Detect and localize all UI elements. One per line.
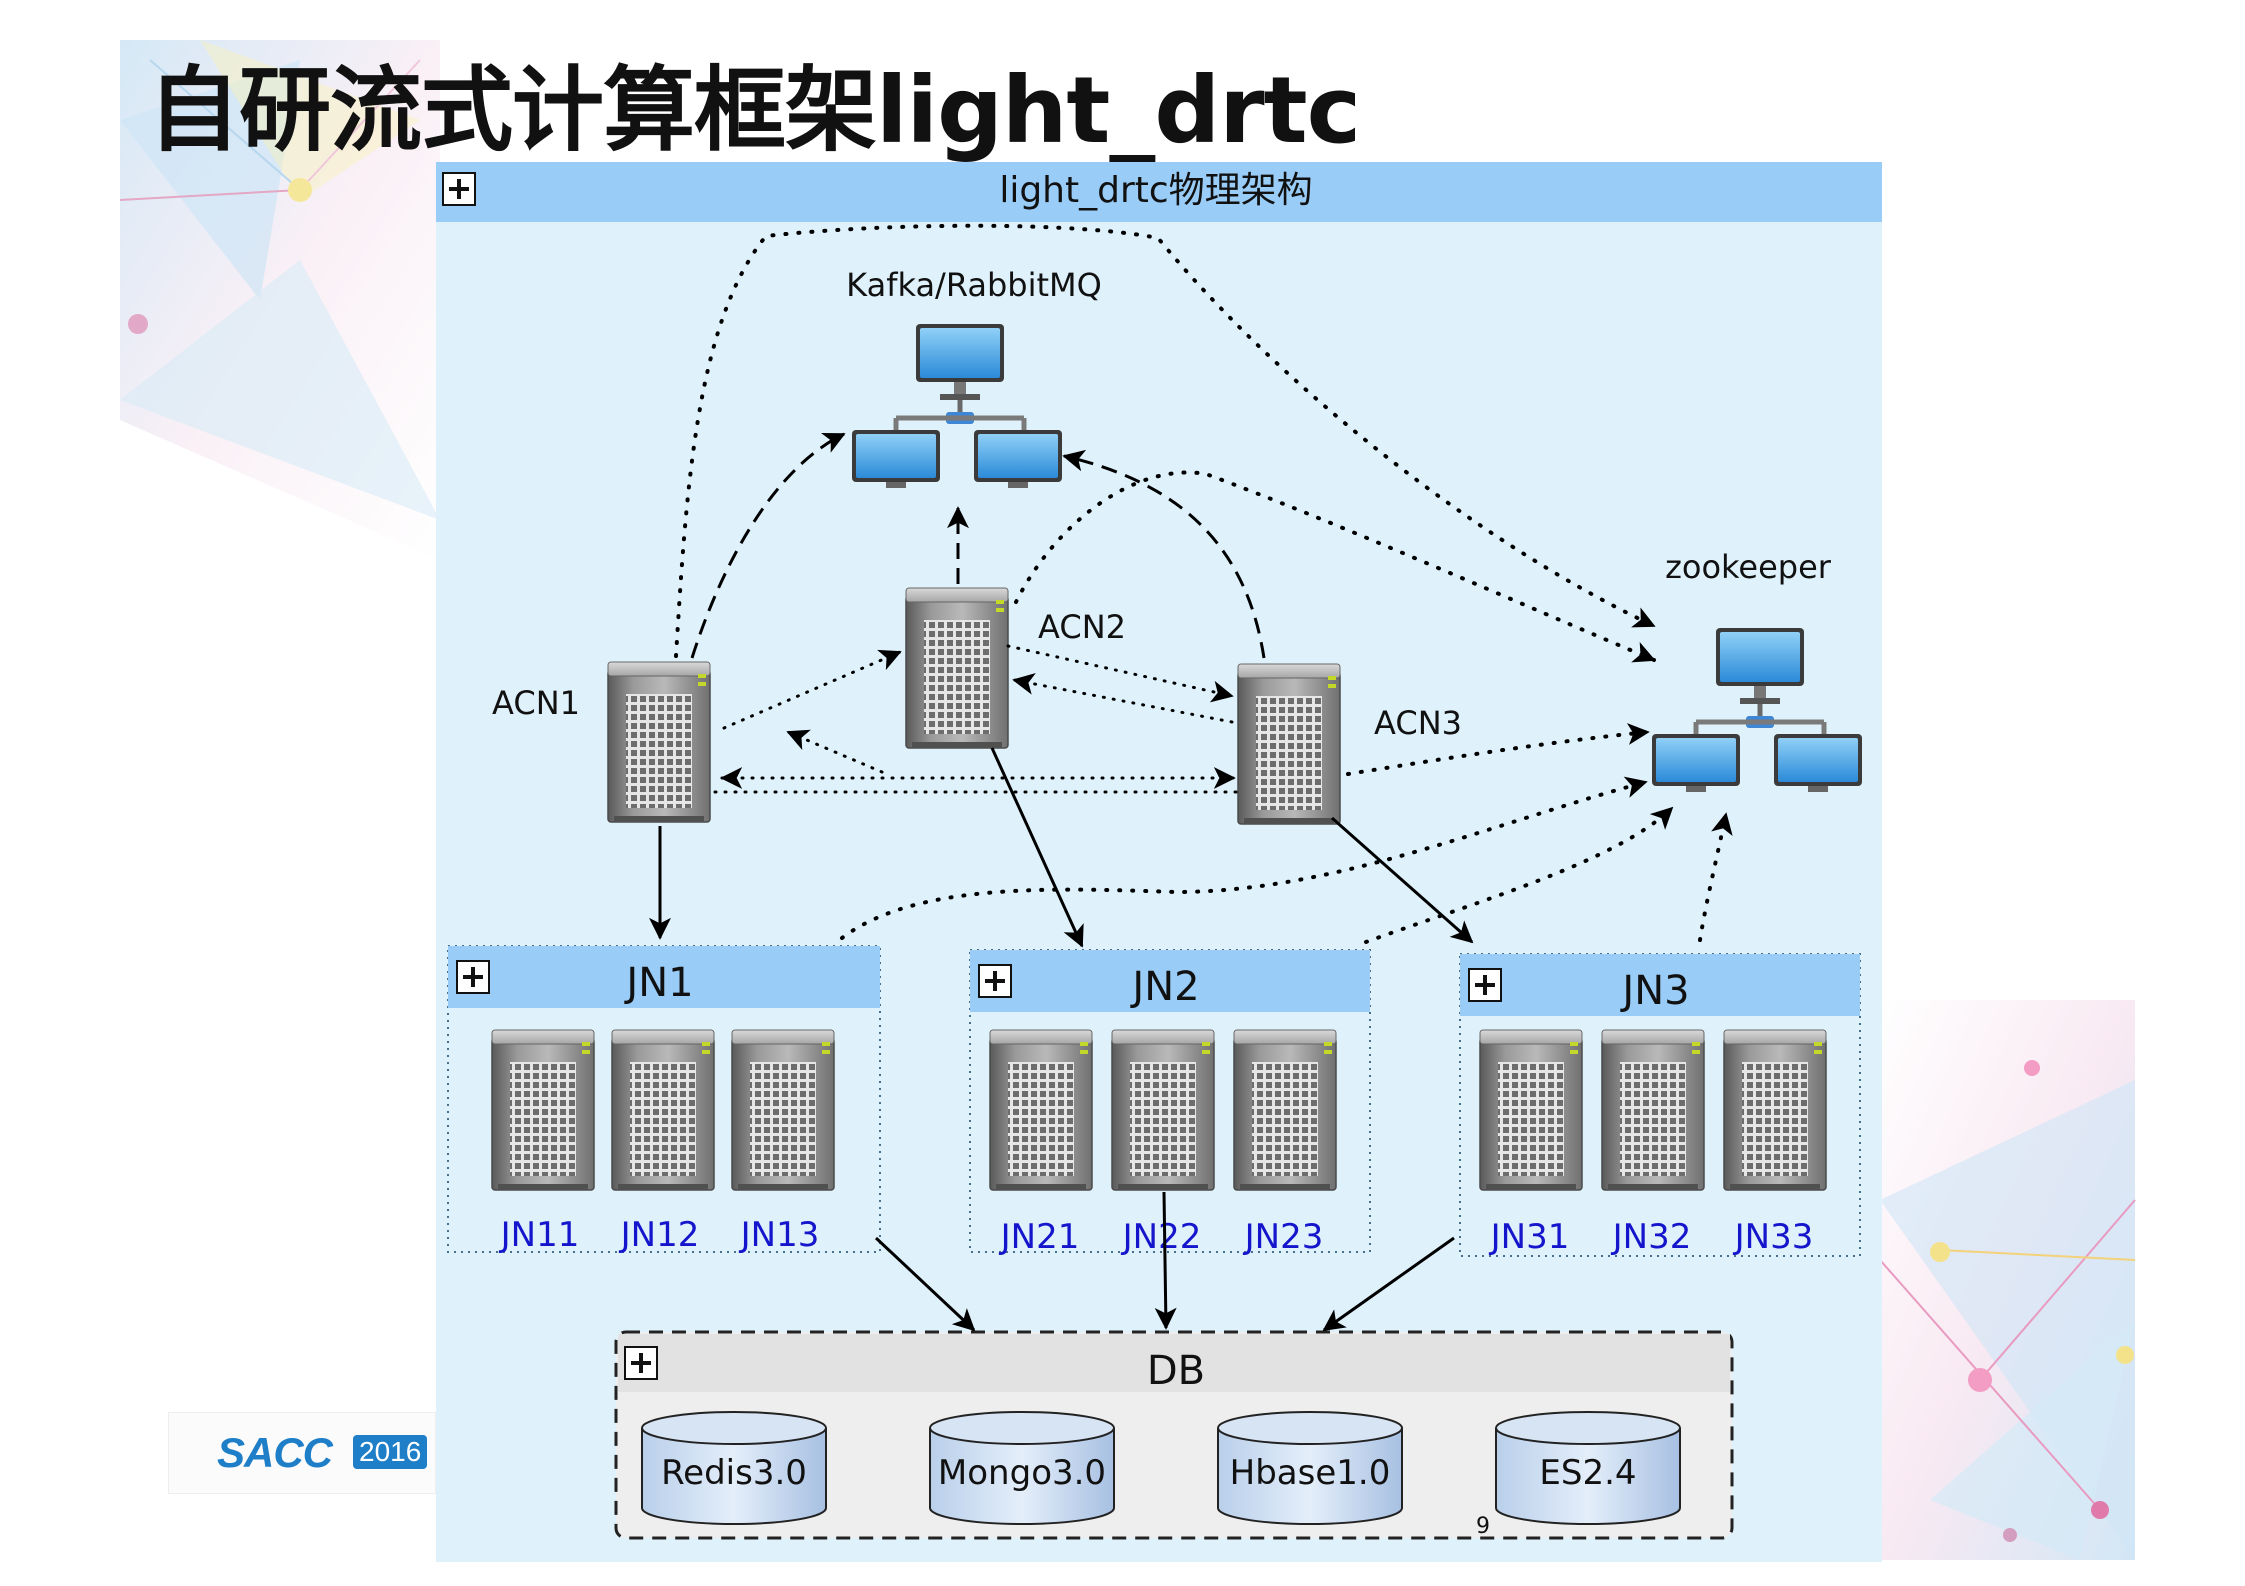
edge-jn2-zookeeper [1364, 806, 1674, 944]
jn-node-label: JN11 [499, 1215, 580, 1255]
expand-icon[interactable] [979, 965, 1011, 997]
jn11-server-icon [492, 1030, 594, 1190]
db-store-redis: Redis3.0 [641, 1411, 827, 1525]
edge-acn3-mq [1062, 449, 1266, 659]
group-jn2: JN2 [969, 949, 1371, 1253]
jn12-server-icon [612, 1030, 714, 1190]
edge-acn3-jn3 [1331, 816, 1474, 944]
expand-icon[interactable] [443, 173, 475, 205]
group-label-jn3: JN3 [1619, 968, 1689, 1014]
edge-jn1-db [874, 1236, 976, 1332]
acn1-label: ACN1 [492, 684, 580, 722]
edge-acn1-acn2 [722, 649, 902, 730]
jn-node-label: JN23 [1243, 1217, 1324, 1257]
db-store-label: Redis3.0 [661, 1453, 807, 1493]
edge-acn2-zookeeper [1014, 470, 1656, 663]
zookeeper-cluster-icon [1652, 628, 1862, 792]
db-store-hbase: Hbase1.0 [1217, 1411, 1403, 1525]
edge-acn2-jn2 [990, 747, 1084, 948]
db-store-label: Hbase1.0 [1230, 1453, 1391, 1493]
jn-node-label: JN32 [1611, 1217, 1692, 1257]
jn23-server-icon [1234, 1030, 1336, 1190]
acn1-server-icon [608, 662, 710, 822]
db-store-mongo: Mongo3.0 [929, 1411, 1115, 1525]
edge-acn3-zookeeper [1346, 723, 1650, 776]
acn3-server-icon [1238, 664, 1340, 824]
edge-acn3-acn2 [1012, 673, 1234, 724]
edge-jn2-db [1154, 1191, 1177, 1330]
acn2-label: ACN2 [1038, 608, 1126, 646]
jn33-server-icon [1724, 1030, 1826, 1190]
group-db: DB [614, 1330, 1734, 1540]
acn3-label: ACN3 [1374, 704, 1462, 742]
edge-jn3-db [1322, 1236, 1455, 1332]
edge-acn2-acn3 [1006, 644, 1234, 703]
db-label: DB [1147, 1348, 1205, 1394]
jn-node-label: JN22 [1121, 1217, 1202, 1257]
group-jn1: JN1 [447, 945, 881, 1253]
db-store-es: ES2.4 [1495, 1411, 1681, 1525]
edge-acn1-zookeeper [674, 223, 1656, 658]
jn-node-label: JN12 [619, 1215, 700, 1255]
edge-jn3-zookeeper [1698, 812, 1733, 942]
jn31-server-icon [1480, 1030, 1582, 1190]
jn22-server-icon [1112, 1030, 1214, 1190]
diagram-title: light_drtc物理架构 [999, 170, 1312, 211]
acn2-server-icon [906, 588, 1008, 748]
db-store-label: Mongo3.0 [938, 1453, 1106, 1493]
expand-icon[interactable] [625, 1347, 657, 1379]
group-label-jn1: JN1 [623, 960, 693, 1006]
expand-icon[interactable] [457, 961, 489, 993]
connections [649, 223, 1733, 1332]
logo-text: SACC [217, 1429, 333, 1476]
edge-acn2-acn1 [786, 729, 884, 774]
jn-node-label: JN21 [999, 1217, 1080, 1257]
mq-label: Kafka/RabbitMQ [846, 266, 1102, 304]
page-number: 9 [1476, 1514, 1490, 1539]
zookeeper-label: zookeeper [1665, 548, 1832, 586]
architecture-diagram: light_drtc物理架构 JN1 JN2 JN3 [436, 162, 1882, 1562]
jn32-server-icon [1602, 1030, 1704, 1190]
jn13-server-icon [732, 1030, 834, 1190]
mq-cluster-icon [852, 324, 1062, 488]
slide-title: 自研流式计算框架light_drtc [148, 57, 1361, 164]
diagram-header: light_drtc物理架构 [436, 162, 1882, 222]
edge-acn1-mq [690, 432, 846, 659]
expand-icon[interactable] [1469, 969, 1501, 1001]
logo-year: 2016 [353, 1435, 428, 1469]
db-store-label: ES2.4 [1539, 1453, 1636, 1493]
jn-node-label: JN13 [739, 1215, 820, 1255]
jn21-server-icon [990, 1030, 1092, 1190]
jn-node-label: JN33 [1733, 1217, 1814, 1257]
group-label-jn2: JN2 [1129, 964, 1199, 1010]
group-jn3: JN3 [1459, 953, 1861, 1257]
jn-node-label: JN31 [1489, 1217, 1570, 1257]
edge-jn1-zookeeper [840, 776, 1648, 940]
sacc-logo: SACC 2016 [168, 1412, 436, 1494]
